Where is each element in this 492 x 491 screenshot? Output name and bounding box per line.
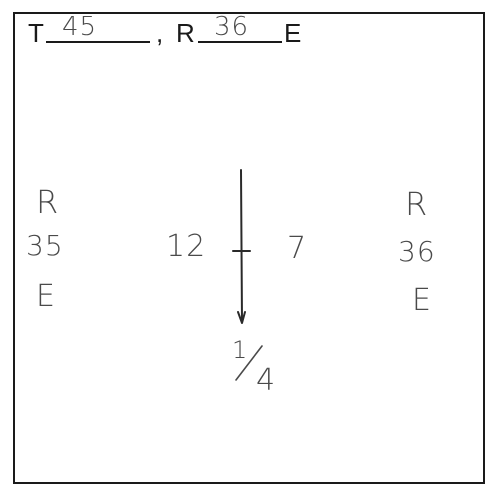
- section-line-arrowhead: [237, 311, 246, 324]
- right-range-value: 36: [398, 235, 436, 268]
- left-r-label: R: [36, 183, 60, 221]
- t-blank-line: [46, 41, 150, 43]
- header-r-letter: R: [176, 18, 195, 48]
- header-t-letter: T: [28, 18, 44, 48]
- r-value: 36: [214, 12, 250, 42]
- fraction-numerator: 1: [232, 336, 249, 364]
- r-blank-line: [198, 41, 282, 43]
- right-e-label: E: [412, 283, 432, 318]
- header-comma: ,: [156, 18, 164, 48]
- fraction-slash: [235, 345, 263, 381]
- header-e-letter: E: [284, 18, 302, 48]
- section-left-value: 12: [166, 229, 207, 264]
- fraction-denominator: 4: [256, 363, 277, 398]
- vertical-section-line: [240, 169, 243, 323]
- sheet-border: [13, 12, 485, 484]
- t-value: 45: [62, 12, 98, 42]
- section-right-value: 7: [287, 231, 308, 266]
- left-e-label: E: [36, 279, 56, 314]
- left-range-value: 35: [26, 229, 64, 262]
- right-r-label: R: [405, 185, 429, 223]
